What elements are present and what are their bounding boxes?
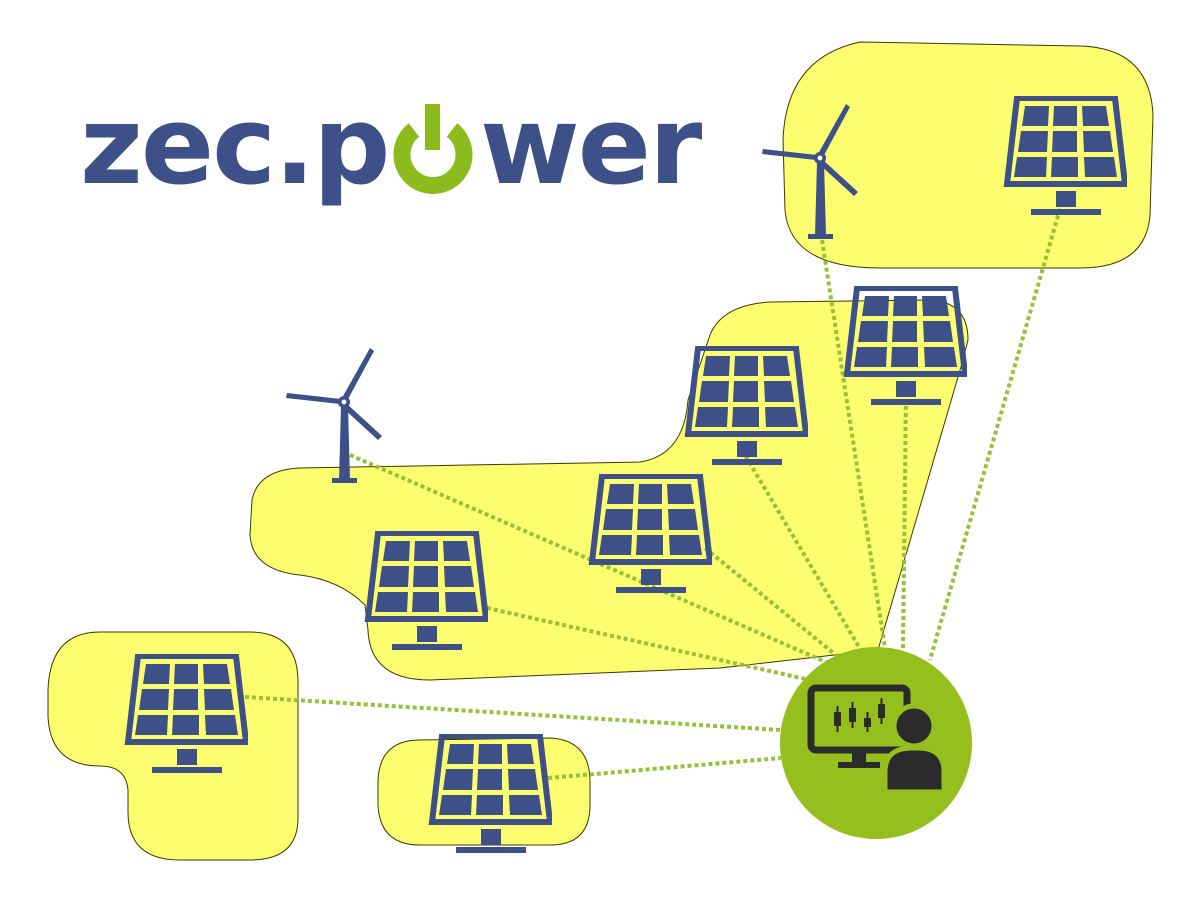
link-solar-south bbox=[547, 756, 782, 780]
zone-west bbox=[47, 631, 299, 861]
link-wind-northeast bbox=[820, 239, 887, 649]
link-solar-central-left bbox=[486, 606, 811, 682]
user-icon bbox=[882, 703, 947, 795]
link-solar-northeast bbox=[928, 201, 1064, 661]
zone-northeast bbox=[782, 41, 1154, 269]
logo-text-part1: zec.p bbox=[80, 84, 388, 209]
link-solar-west bbox=[244, 695, 782, 732]
logo-text-part2: wer bbox=[480, 84, 702, 209]
link-solar-central-top-right bbox=[901, 391, 908, 649]
brand-logo: zec.p wer bbox=[80, 84, 704, 209]
wind-turbine-central bbox=[286, 348, 382, 483]
power-symbol-icon bbox=[393, 104, 473, 194]
link-solar-central-middle bbox=[703, 546, 844, 662]
control-center[interactable] bbox=[780, 647, 972, 839]
